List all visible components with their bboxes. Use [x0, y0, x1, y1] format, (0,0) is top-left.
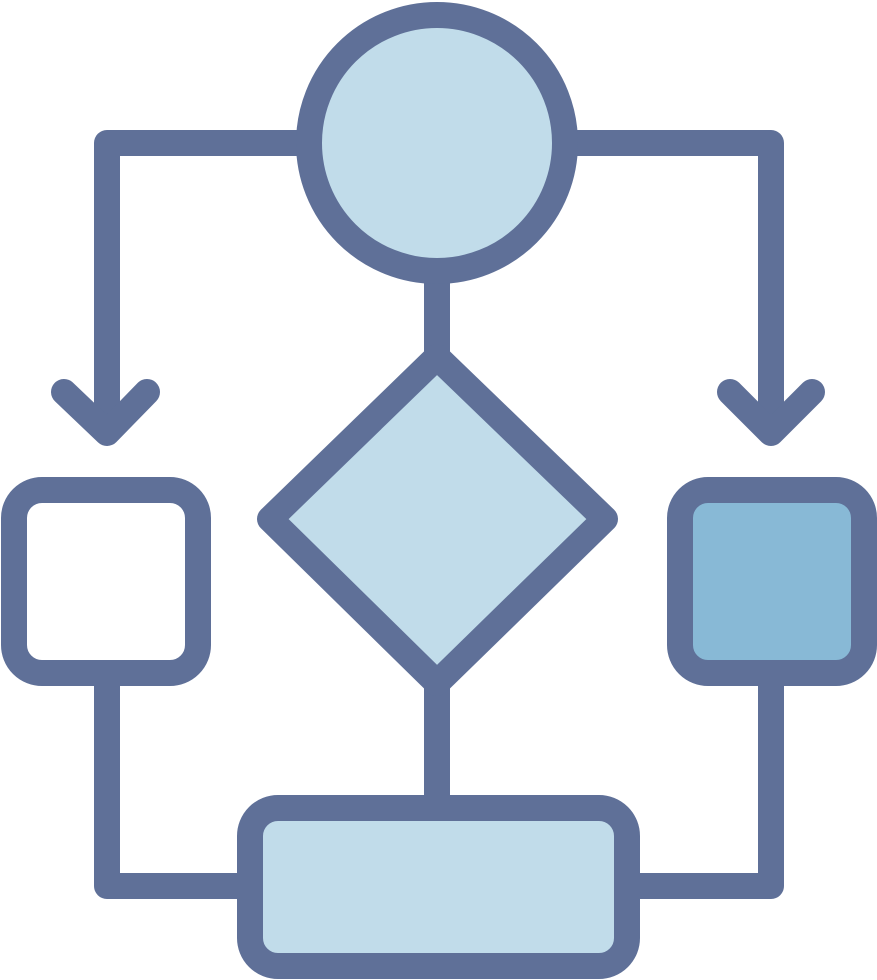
connectors-group — [51, 130, 825, 899]
left-arrowhead-icon — [51, 379, 160, 446]
left-process-box — [1, 477, 211, 686]
end-process-box — [237, 795, 640, 979]
connector-circle-to-right-box — [562, 130, 784, 443]
connector-right-box-to-end-box — [615, 673, 784, 899]
right-process-box — [667, 477, 877, 686]
right-arrowhead-icon — [717, 379, 825, 446]
decision-diamond-node — [257, 344, 618, 696]
connector-left-box-to-end-box — [94, 673, 261, 899]
connector-circle-to-left-box — [94, 130, 313, 443]
start-circle-node — [296, 2, 578, 284]
